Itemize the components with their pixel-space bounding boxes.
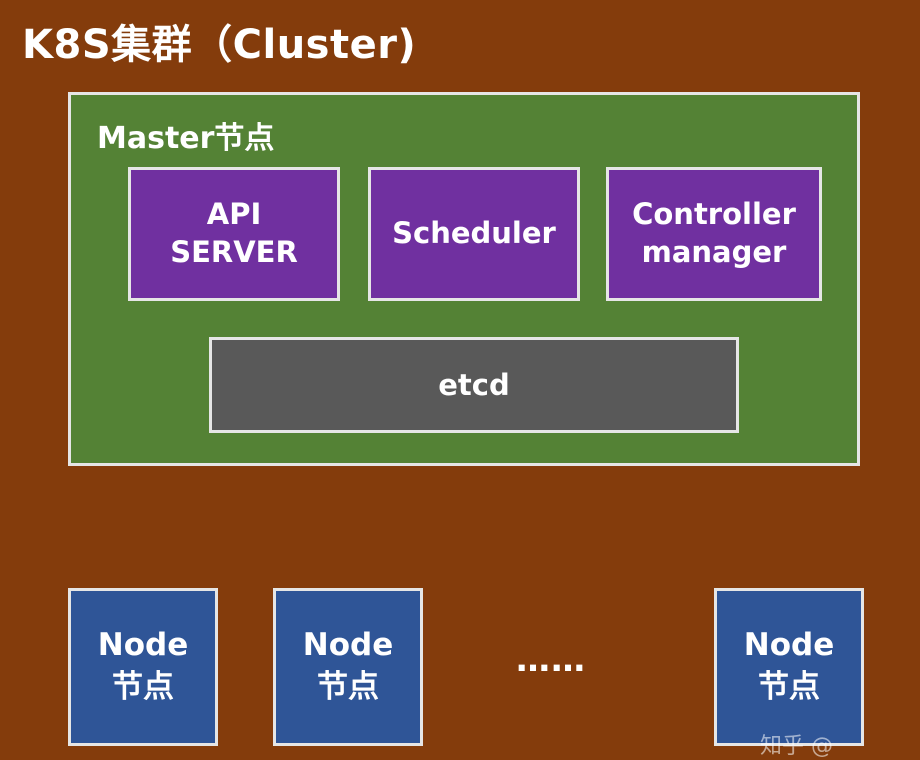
- controller-manager-line1: Controller: [632, 197, 796, 232]
- worker-node-box: Node 节点: [68, 588, 218, 746]
- more-nodes-ellipsis: ……: [516, 640, 586, 680]
- api-server-line2: SERVER: [170, 235, 298, 269]
- etcd-label: etcd: [438, 368, 510, 402]
- controller-manager-line2: manager: [641, 235, 787, 269]
- worker-node-box: Node 节点: [273, 588, 423, 746]
- api-server-line1: API: [206, 197, 262, 232]
- scheduler-label: Scheduler: [392, 216, 556, 251]
- etcd-box: etcd: [209, 337, 739, 433]
- node-label-line1: Node: [302, 627, 394, 664]
- node-label-line1: Node: [743, 627, 835, 664]
- node-label-line2: 节点: [758, 669, 820, 705]
- api-server-box: API SERVER: [128, 167, 340, 301]
- master-node-box: Master节点 API SERVER Scheduler Controller…: [68, 92, 860, 466]
- node-label-line1: Node: [97, 627, 189, 664]
- scheduler-box: Scheduler: [368, 167, 580, 301]
- worker-node-box: Node 节点: [714, 588, 864, 746]
- controller-manager-box: Controller manager: [606, 167, 822, 301]
- node-label-line2: 节点: [112, 669, 174, 705]
- watermark: 知乎 @: [760, 734, 833, 759]
- master-node-label: Master节点: [97, 121, 275, 156]
- node-label-line2: 节点: [317, 669, 379, 705]
- cluster-title: K8S集群（Cluster): [22, 22, 417, 68]
